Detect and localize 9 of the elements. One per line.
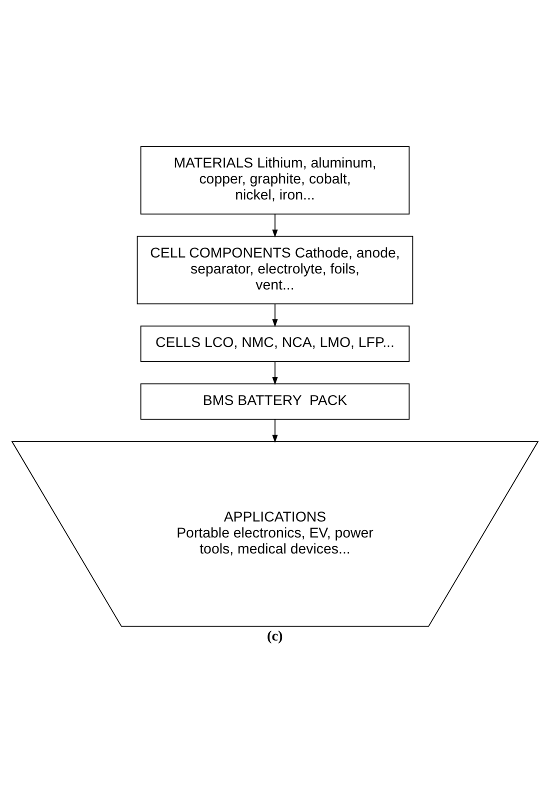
arrow xyxy=(272,213,278,238)
arrow xyxy=(272,360,278,385)
node-box: BMS BATTERY PACK xyxy=(140,382,410,420)
arrow xyxy=(272,418,278,442)
node-box: CELL COMPONENTS Cathode, anode, separator, electrolyte, foils, vent... xyxy=(136,235,414,304)
node-box: CELLS LCO, NMC, NCA, LMO, LFP... xyxy=(140,325,410,362)
node-box: MATERIALS Lithium, aluminum, copper, graphite, cobalt, nickel, iron... xyxy=(140,146,410,214)
caption: (c) xyxy=(267,628,283,644)
arrow xyxy=(272,303,278,327)
